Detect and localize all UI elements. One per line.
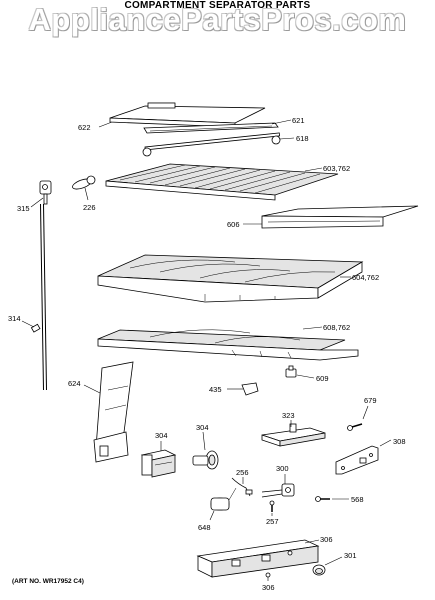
label-304-housing: 304 xyxy=(155,431,168,440)
label-300: 300 xyxy=(276,464,289,473)
part-306-base[interactable] xyxy=(196,539,320,578)
label-608: 608,762 xyxy=(323,323,350,332)
part-226-clip[interactable] xyxy=(71,175,96,191)
label-679: 679 xyxy=(364,396,377,405)
label-618: 618 xyxy=(296,134,309,143)
label-257: 257 xyxy=(266,517,279,526)
part-624-duct[interactable] xyxy=(93,361,134,463)
part-256-wire[interactable] xyxy=(231,477,253,497)
label-568: 568 xyxy=(351,495,364,504)
label-621: 621 xyxy=(292,116,305,125)
label-624: 624 xyxy=(68,379,81,388)
label-256: 256 xyxy=(236,468,249,477)
part-301-knob[interactable] xyxy=(312,564,326,576)
label-226: 226 xyxy=(83,203,96,212)
part-606-panel[interactable] xyxy=(261,205,419,229)
label-306-top: 306 xyxy=(320,535,333,544)
label-603: 603,762 xyxy=(323,164,350,173)
watermark-text: AppliancePartsPros.com xyxy=(28,2,407,37)
label-306-bottom: 306 xyxy=(262,583,275,592)
part-304-control[interactable] xyxy=(192,450,219,470)
label-308: 308 xyxy=(393,437,406,446)
diagram-title: COMPARTMENT SEPARATOR PARTS xyxy=(124,0,311,11)
label-314: 314 xyxy=(8,314,21,323)
label-435: 435 xyxy=(209,385,222,394)
part-679-screw[interactable] xyxy=(347,423,363,431)
part-608-tray[interactable] xyxy=(97,329,359,361)
part-323-bracket[interactable] xyxy=(261,423,326,447)
label-609: 609 xyxy=(316,374,329,383)
part-618-rod[interactable] xyxy=(142,132,281,157)
label-323: 323 xyxy=(282,411,295,420)
part-435-clip[interactable] xyxy=(241,382,259,396)
part-314-rod[interactable] xyxy=(30,203,47,391)
label-301: 301 xyxy=(344,551,357,560)
part-304-housing[interactable] xyxy=(140,449,177,478)
part-622-cover[interactable] xyxy=(109,102,266,128)
part-308-bracket[interactable] xyxy=(335,445,379,475)
part-315-bracket[interactable] xyxy=(39,180,52,205)
part-609-latch[interactable] xyxy=(285,365,297,378)
label-606: 606 xyxy=(227,220,240,229)
part-648-capacitor[interactable] xyxy=(210,487,237,511)
label-648: 648 xyxy=(198,523,211,532)
label-622: 622 xyxy=(78,123,91,132)
label-604: 604,762 xyxy=(352,273,379,282)
part-568-screw[interactable] xyxy=(315,496,331,502)
part-603-shelf[interactable] xyxy=(105,163,339,201)
part-300-relay[interactable] xyxy=(261,483,295,498)
part-621-rail[interactable] xyxy=(143,122,279,134)
label-304-control: 304 xyxy=(196,423,209,432)
label-315: 315 xyxy=(17,204,30,213)
part-257-screw[interactable] xyxy=(269,500,275,512)
part-604-separator[interactable] xyxy=(97,254,364,303)
art-number: (ART NO. WR17952 C4) xyxy=(12,578,84,585)
